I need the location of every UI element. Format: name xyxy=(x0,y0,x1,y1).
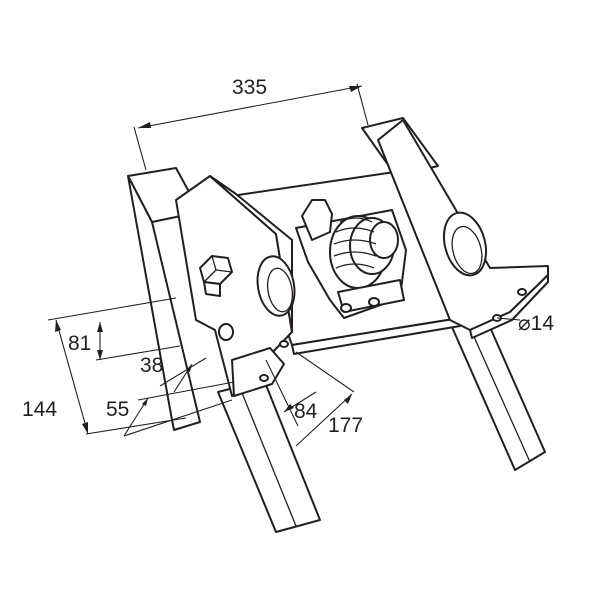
left-bracket-hole xyxy=(256,255,296,317)
dim-dia14-leader xyxy=(496,317,521,321)
dim-55 xyxy=(123,381,235,437)
dim-38 xyxy=(159,357,207,393)
left-hole xyxy=(218,323,234,341)
dim-335 xyxy=(133,83,369,171)
dim-label-55: 55 xyxy=(106,398,129,421)
dim-label-diameter-14: ⌀14 xyxy=(518,312,554,335)
clamp-screw-right xyxy=(368,297,380,307)
dim-label-177: 177 xyxy=(328,414,363,437)
dim-label-144: 144 xyxy=(22,398,57,421)
right-side-bracket xyxy=(377,119,549,339)
dim-label-81: 81 xyxy=(68,332,91,355)
left-side-bracket xyxy=(175,175,296,397)
dim-label-38: 38 xyxy=(140,354,163,377)
hex-nut xyxy=(199,255,233,297)
valve-assembly xyxy=(295,199,407,319)
dim-label-84: 84 xyxy=(294,400,318,423)
valve-nut xyxy=(301,199,333,241)
right-bracket-hole xyxy=(442,211,488,277)
clamp-screw-left xyxy=(340,303,352,313)
dim-84-177 xyxy=(265,351,355,447)
dim-label-335: 335 xyxy=(232,76,267,99)
